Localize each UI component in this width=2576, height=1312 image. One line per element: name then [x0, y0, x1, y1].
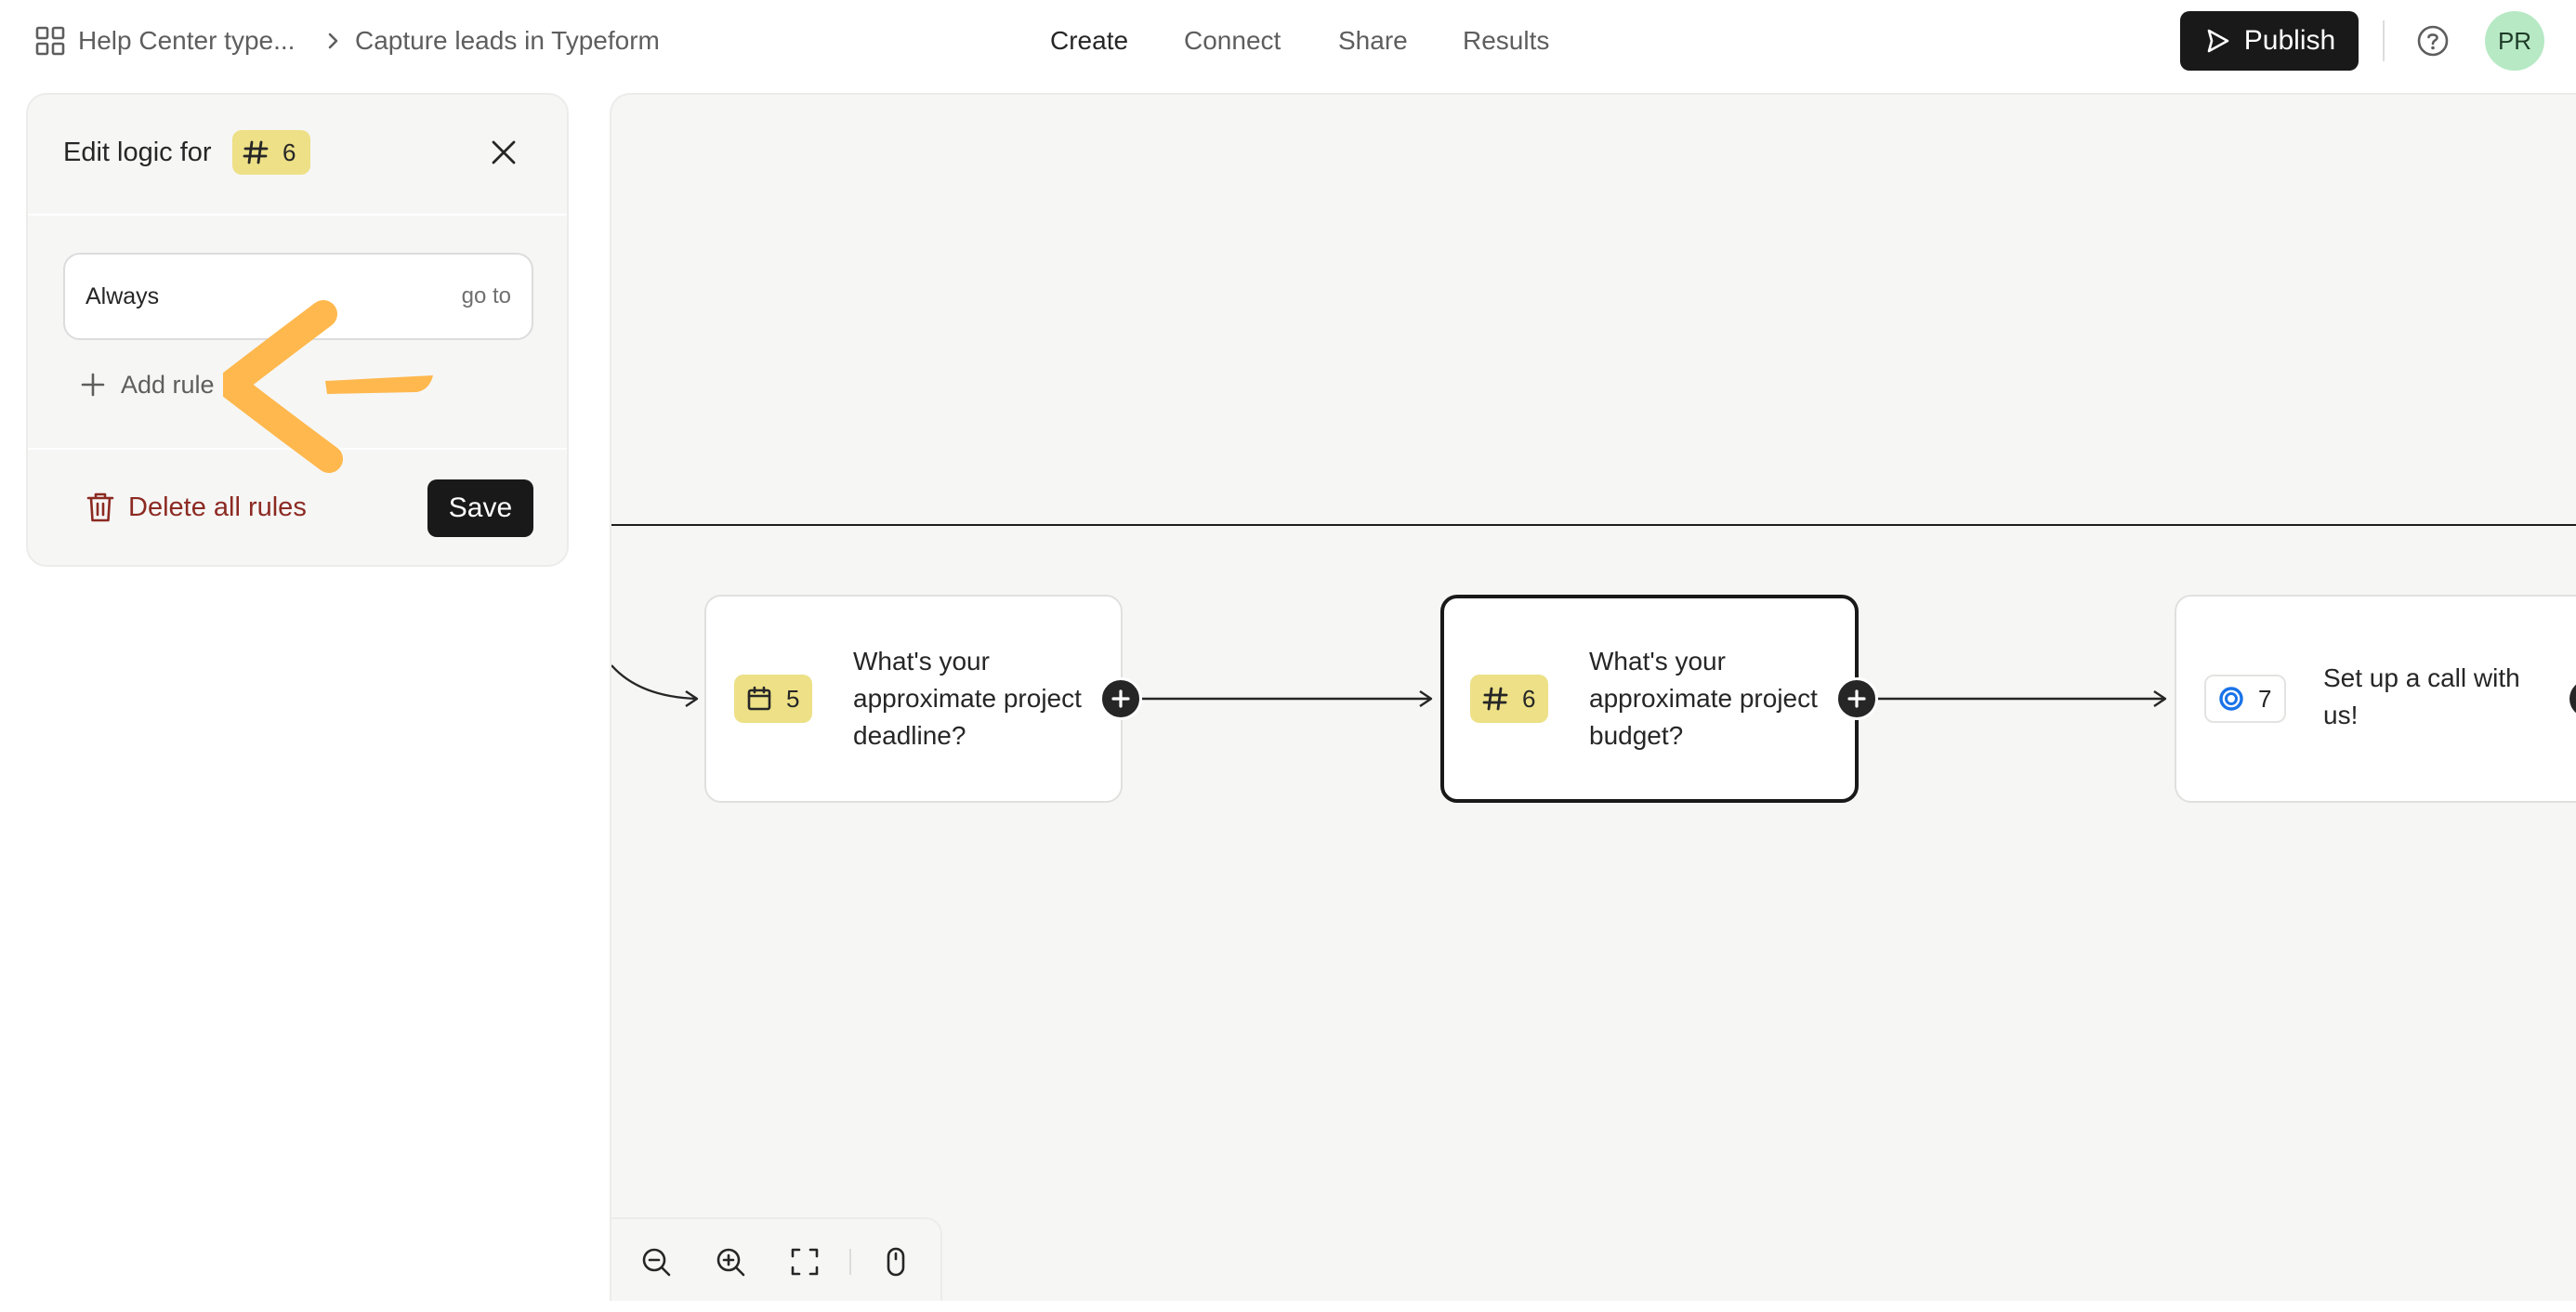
question-text: Set up a call with us! — [2323, 663, 2520, 729]
question-number: 5 — [786, 684, 800, 713]
zoom-in-icon[interactable] — [714, 1245, 747, 1279]
canvas-divider-line — [611, 524, 2576, 526]
tab-share[interactable]: Share — [1338, 26, 1408, 55]
question-number: 6 — [283, 138, 296, 166]
flow-canvas[interactable]: 5 What's your approximate project deadli… — [610, 93, 2576, 1301]
question-number: 6 — [1522, 684, 1536, 713]
publish-label: Publish — [2243, 25, 2336, 56]
user-avatar[interactable]: PR — [2485, 11, 2544, 71]
delete-all-label: Delete all rules — [128, 492, 307, 522]
question-badge: 6 — [1470, 675, 1549, 723]
rule-condition: Always — [85, 283, 160, 309]
breadcrumb-form[interactable]: Capture leads in Typeform — [355, 26, 660, 55]
panel-divider — [28, 448, 567, 450]
question-card-6[interactable]: 6 What's your approximate project budget… — [1440, 595, 1859, 803]
add-rule-button[interactable]: Add rule — [80, 368, 215, 401]
toolbar-divider — [849, 1249, 851, 1275]
rule-action: go to — [461, 283, 511, 308]
close-icon[interactable] — [487, 136, 520, 169]
zoom-toolbar — [611, 1217, 942, 1301]
rule-always[interactable]: Always go to — [63, 253, 533, 340]
calendly-icon — [2217, 685, 2245, 713]
publish-button[interactable]: Publish — [2180, 11, 2359, 71]
question-text: What's your approximate project deadline… — [853, 647, 1082, 750]
question-badge: 6 — [232, 130, 311, 175]
logic-panel: Edit logic for 6 Always go to Add rule D… — [26, 93, 569, 567]
add-rule-label: Add rule — [121, 370, 215, 399]
fit-to-screen-icon[interactable] — [788, 1245, 821, 1279]
question-card-7[interactable]: 7 Set up a call with us! — [2175, 595, 2576, 803]
plus-icon — [1111, 689, 1130, 708]
question-card-5[interactable]: 5 What's your approximate project deadli… — [704, 595, 1123, 803]
add-question-button[interactable] — [1835, 677, 1878, 720]
panel-title: Edit logic for — [63, 138, 212, 167]
question-badge: 5 — [734, 675, 813, 723]
plus-icon — [80, 372, 106, 398]
tab-create[interactable]: Create — [1050, 26, 1129, 55]
panel-divider — [28, 214, 567, 216]
hash-icon — [1481, 685, 1509, 713]
chevron-right-icon — [323, 28, 344, 54]
delete-all-rules-button[interactable]: Delete all rules — [85, 489, 307, 526]
trash-icon — [85, 491, 115, 524]
tab-connect[interactable]: Connect — [1184, 26, 1281, 55]
save-button[interactable]: Save — [427, 479, 533, 537]
send-icon — [2203, 27, 2231, 55]
workspace-grid-icon[interactable] — [33, 24, 67, 58]
tab-results[interactable]: Results — [1463, 26, 1550, 55]
flow-connectors — [611, 664, 2167, 707]
calendar-icon — [745, 685, 773, 713]
question-badge: 7 — [2204, 675, 2287, 723]
question-number: 7 — [2258, 684, 2272, 713]
zoom-out-icon[interactable] — [639, 1245, 673, 1279]
question-text: What's your approximate project budget? — [1589, 647, 1818, 750]
header-divider — [2383, 20, 2385, 61]
add-question-button[interactable] — [1099, 677, 1142, 720]
hash-icon — [242, 138, 269, 166]
mouse-icon[interactable] — [879, 1245, 913, 1279]
help-icon[interactable] — [2414, 22, 2451, 59]
breadcrumb-workspace[interactable]: Help Center type... — [78, 26, 296, 55]
plus-icon — [1847, 689, 1866, 708]
top-bar: Help Center type... Capture leads in Typ… — [0, 0, 2576, 82]
